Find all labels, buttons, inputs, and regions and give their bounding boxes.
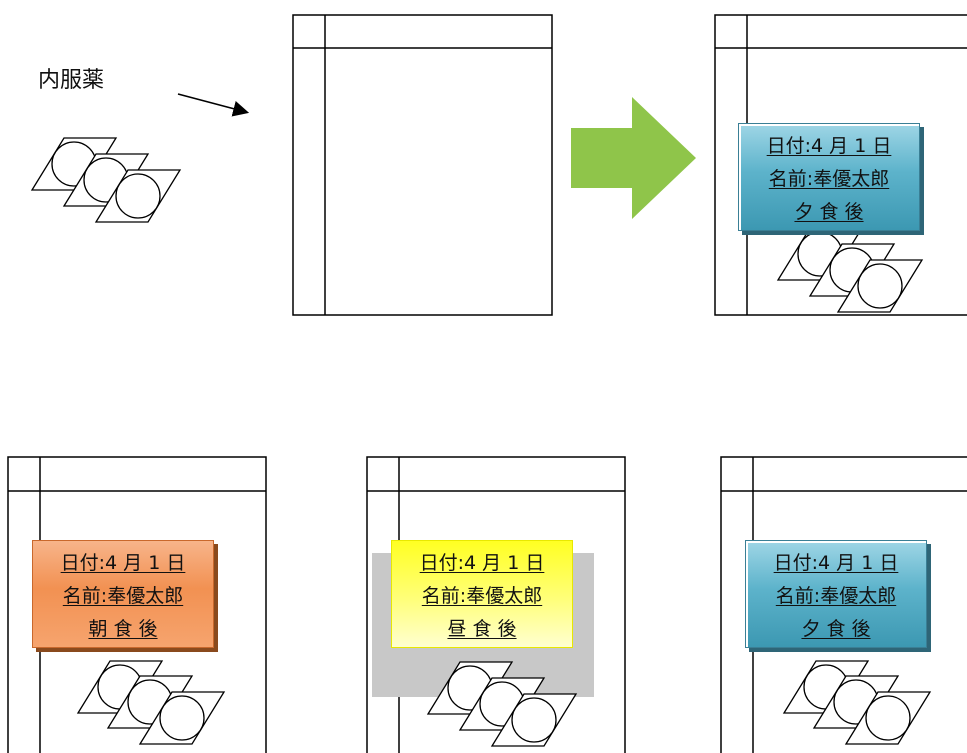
- label-date: 日付:4 月 1 日: [766, 135, 892, 157]
- label-meal: 夕 食 後: [794, 201, 864, 223]
- label-name: 名前:奉優太郎: [421, 585, 543, 607]
- label-date: 日付:4 月 1 日: [419, 552, 545, 574]
- green-arrow: [571, 97, 696, 219]
- label-evening-top: 日付:4 月 1 日 名前:奉優太郎 夕 食 後: [738, 123, 920, 231]
- label-morning: 日付:4 月 1 日 名前:奉優太郎 朝 食 後: [32, 540, 214, 648]
- label-name: 名前:奉優太郎: [768, 168, 890, 190]
- label-noon: 日付:4 月 1 日 名前:奉優太郎 昼 食 後: [391, 540, 573, 648]
- label-meal: 昼 食 後: [447, 618, 517, 640]
- medicine-caption: 内服薬: [38, 68, 105, 93]
- label-meal: 朝 食 後: [88, 618, 158, 640]
- empty-pill-case: [292, 14, 553, 316]
- label-meal: 夕 食 後: [801, 618, 871, 640]
- label-evening-bottom: 日付:4 月 1 日 名前:奉優太郎 夕 食 後: [745, 540, 927, 648]
- label-date: 日付:4 月 1 日: [773, 552, 899, 574]
- pill-packets-loose: [31, 137, 181, 223]
- label-date: 日付:4 月 1 日: [60, 552, 186, 574]
- label-name: 名前:奉優太郎: [62, 585, 184, 607]
- pointer-arrow: [177, 93, 250, 117]
- label-name: 名前:奉優太郎: [775, 585, 897, 607]
